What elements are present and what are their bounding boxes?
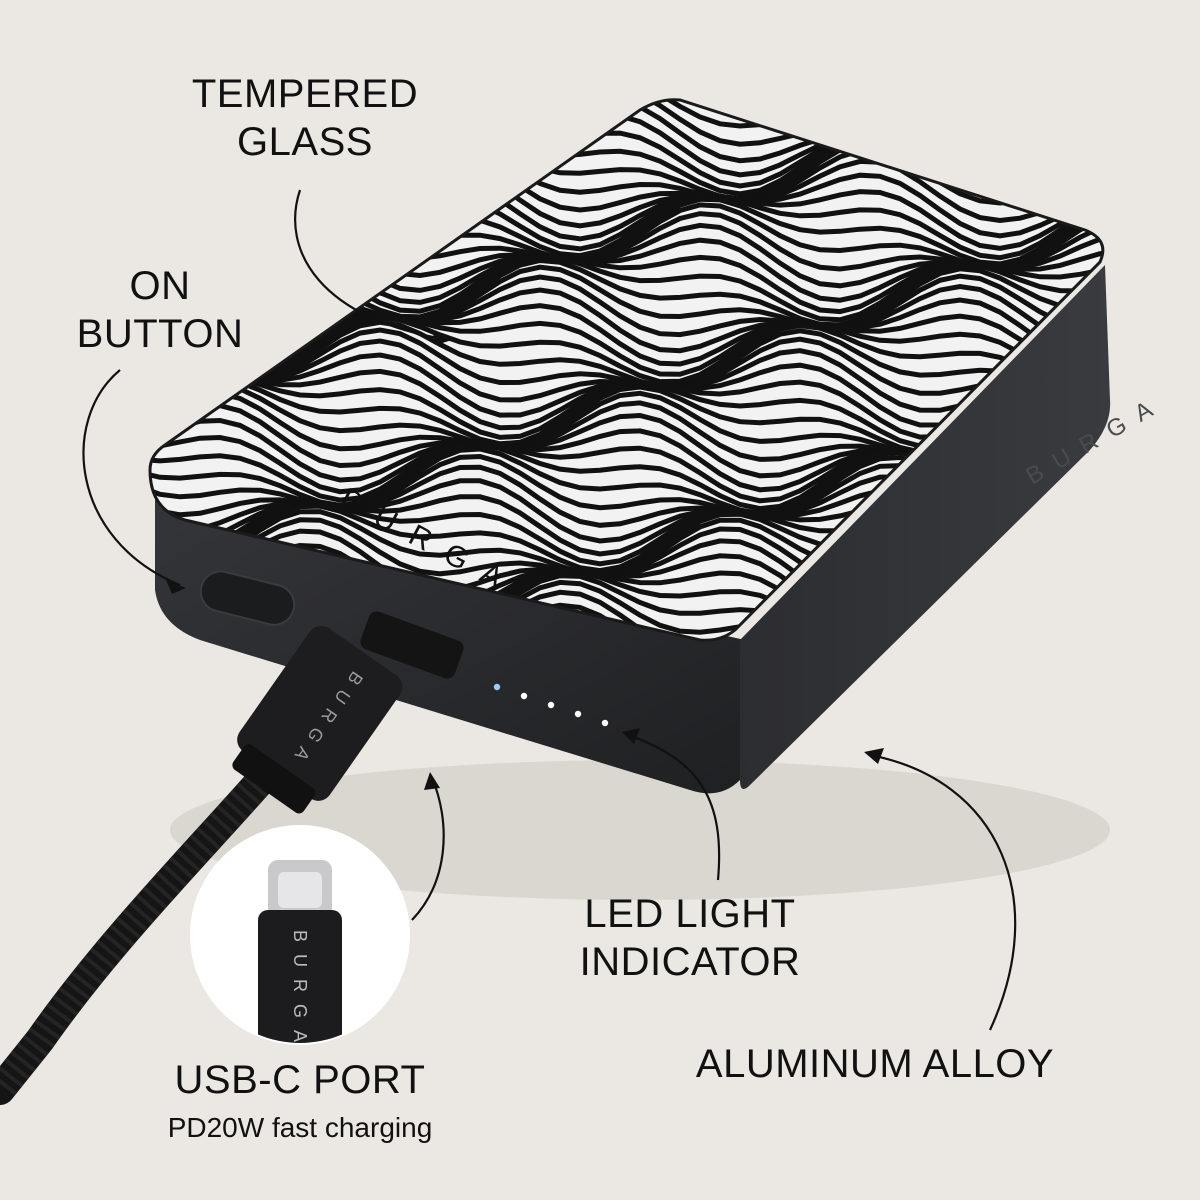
power-button[interactable]	[197, 567, 299, 629]
arrow-on-button	[82, 369, 181, 587]
usb-c-port	[360, 611, 464, 679]
label-on-button: ON BUTTON	[40, 262, 280, 358]
glass-wave-line	[150, 315, 1103, 386]
label-aluminum-alloy: ALUMINUM ALLOY	[660, 1040, 1090, 1088]
led-dot	[520, 692, 528, 700]
arrow-led	[627, 733, 721, 881]
label-line: TEMPERED	[191, 72, 419, 116]
label-tempered-glass: TEMPERED GLASS	[160, 70, 450, 166]
glass-edge	[148, 98, 1105, 642]
label-led-indicator: LED LIGHT INDICATOR	[540, 890, 840, 986]
label-line: USB-C PORT	[174, 1058, 426, 1102]
arrow-aluminum	[869, 753, 1017, 1031]
label-line: LED LIGHT	[584, 892, 796, 936]
label-line: GLASS	[237, 120, 373, 164]
arrow-usb	[411, 777, 445, 921]
label-usb-c-port: USB-C PORT	[130, 1056, 470, 1104]
led-dot	[493, 683, 501, 691]
led-dot	[601, 719, 609, 727]
label-line: ON	[129, 264, 191, 308]
label-line: ALUMINUM ALLOY	[695, 1042, 1055, 1086]
label-line: BUTTON	[76, 312, 244, 356]
device-side-face	[740, 265, 1111, 789]
brand-logo-detail: BURGA	[290, 930, 310, 1054]
label-usb-subtitle: PD20W fast charging	[167, 1112, 433, 1143]
arrow-heads	[166, 330, 884, 790]
usb-c-detail-circle: BURGA	[190, 825, 410, 1054]
callout-arrows	[82, 189, 1017, 1031]
device-front-face	[155, 470, 745, 794]
label-line: INDICATOR	[579, 940, 801, 984]
led-dot	[574, 710, 582, 718]
led-indicator-group	[493, 683, 609, 727]
usb-c-connector: BURGA	[232, 625, 403, 814]
led-dot	[547, 701, 555, 709]
shadow	[170, 760, 1110, 900]
arrow-tempered-glass	[294, 189, 451, 342]
